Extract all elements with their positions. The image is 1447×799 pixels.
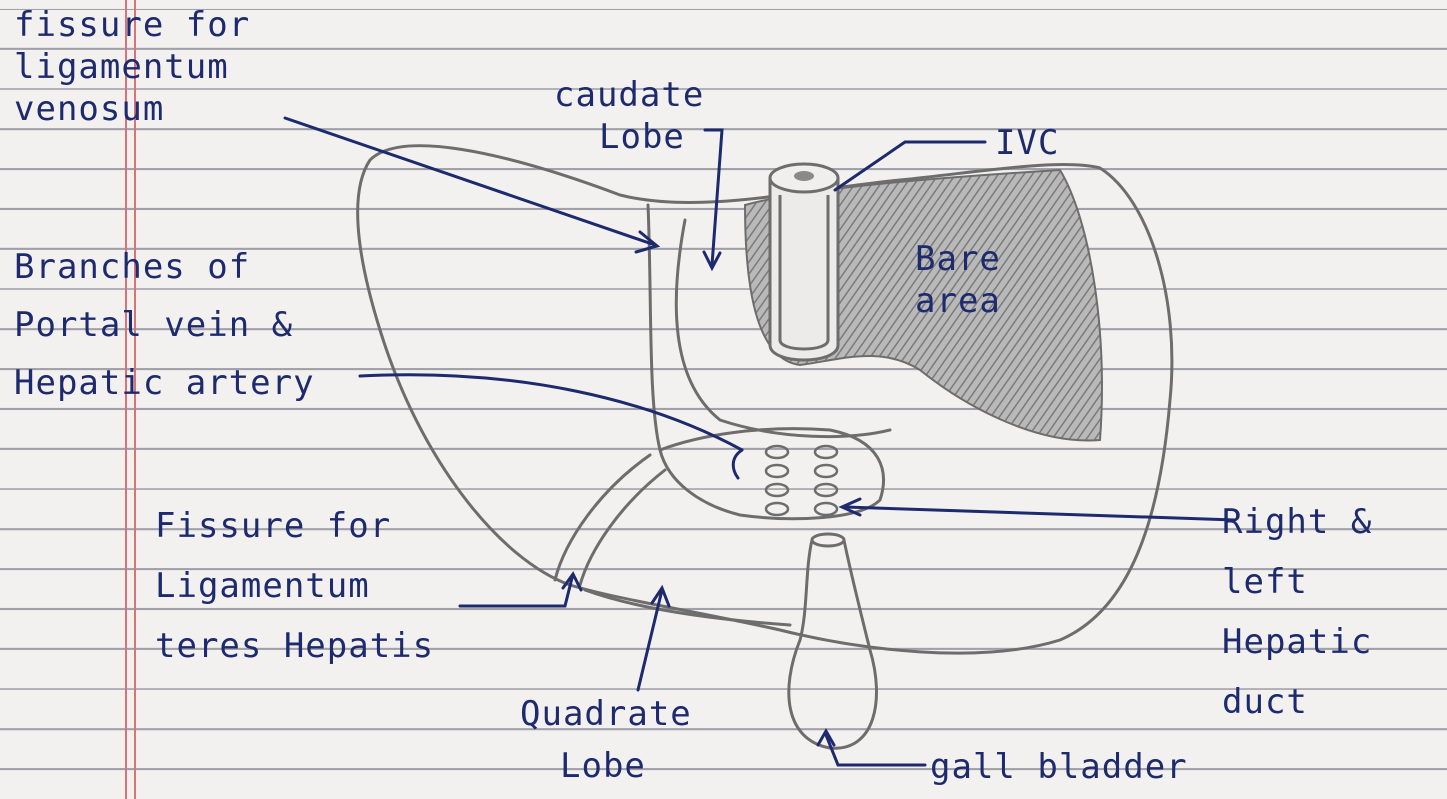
label-line: Lobe [554, 116, 704, 158]
label-line: Portal vein & [14, 296, 315, 354]
label-line: Branches of [14, 238, 315, 296]
leader-fissure-teres [460, 578, 572, 606]
label-line: IVC [995, 122, 1059, 164]
ivc-drawing [770, 164, 838, 360]
leader-caudate-lobe [705, 130, 722, 265]
label-fissure-ligamentum-teres: Fissure for Ligamentum teres Hepatis [155, 496, 434, 676]
porta-hepatis-vessels [766, 446, 837, 515]
label-line: venosum [14, 88, 250, 130]
label-fissure-ligamentum-venosum: fissure for ligamentum venosum [14, 4, 250, 130]
label-hepatic-duct: Right & left Hepatic duct [1222, 492, 1372, 732]
leader-hepatic-duct [845, 507, 1235, 520]
label-line: Hepatic [1222, 612, 1372, 672]
label-line: caudate [554, 74, 704, 116]
label-bare-area: Bare area [915, 238, 1001, 322]
porta-hepatis-outline [660, 429, 883, 519]
label-caudate-lobe: caudate Lobe [554, 74, 704, 158]
label-line: Bare [915, 238, 1001, 280]
leader-gallbladder [826, 735, 925, 765]
fissure-ligamentum-teres [555, 455, 650, 580]
label-line: area [915, 280, 1001, 322]
label-line: Fissure for [155, 496, 434, 556]
label-line: duct [1222, 672, 1372, 732]
label-portal-branches: Branches of Portal vein & Hepatic artery [14, 238, 315, 412]
leader-ivc-hook [733, 450, 742, 478]
label-line: Hepatic artery [14, 354, 315, 412]
label-line: teres Hepatis [155, 616, 434, 676]
label-line: ligamentum [14, 46, 250, 88]
label-line: gall bladder [930, 746, 1188, 788]
label-line: left [1222, 552, 1372, 612]
label-line: Quadrate [520, 688, 692, 740]
label-line: Ligamentum [155, 556, 434, 616]
label-ivc: IVC [995, 122, 1059, 164]
label-line: Right & [1222, 492, 1372, 552]
label-quadrate-lobe: Quadrate Lobe [520, 688, 692, 792]
label-line: fissure for [14, 4, 250, 46]
label-gallbladder: gall bladder [930, 746, 1188, 788]
label-line: Lobe [520, 740, 692, 792]
leader-portal-branches [360, 375, 742, 450]
fissure-ligamentum-teres-inner [580, 470, 665, 585]
